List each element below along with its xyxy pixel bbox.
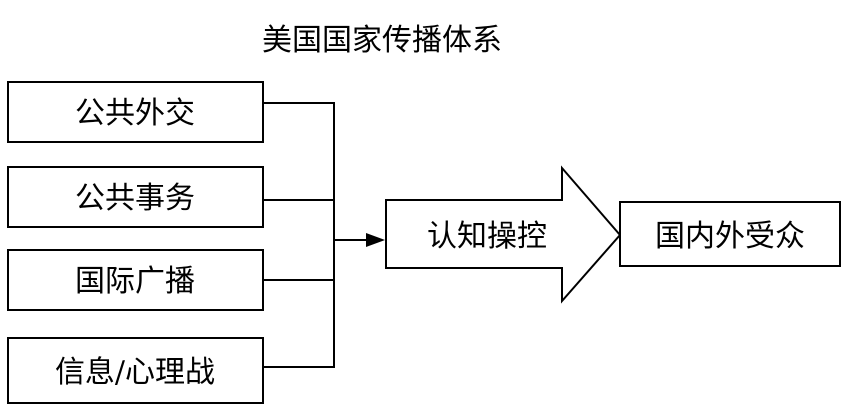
process-arrow: 认知操控 <box>385 165 622 304</box>
diagram-title: 美国国家传播体系 <box>262 23 502 58</box>
source-box-international-broadcasting: 国际广播 <box>7 249 264 311</box>
source-box-frame <box>7 249 264 311</box>
target-box-label: 国内外受众 <box>655 219 805 254</box>
arrowhead-icon <box>366 233 385 247</box>
source-box-public-affairs: 公共事务 <box>7 166 264 228</box>
source-box-frame <box>7 337 264 404</box>
source-box-label: 国际广播 <box>75 264 195 299</box>
source-box-label: 公共外交 <box>75 96 195 131</box>
connector-lines <box>263 102 368 368</box>
target-box-frame <box>619 201 841 267</box>
process-arrow-label: 认知操控 <box>427 219 547 254</box>
source-box-label: 公共事务 <box>75 181 195 216</box>
source-box-frame <box>7 81 264 143</box>
source-box-info-psychological-warfare: 信息/心理战 <box>7 337 264 404</box>
source-box-frame <box>7 166 264 228</box>
process-arrow-shape <box>385 165 622 304</box>
source-box-label: 信息/心理战 <box>55 355 215 390</box>
target-box-audiences: 国内外受众 <box>619 201 841 267</box>
source-box-public-diplomacy: 公共外交 <box>7 81 264 143</box>
